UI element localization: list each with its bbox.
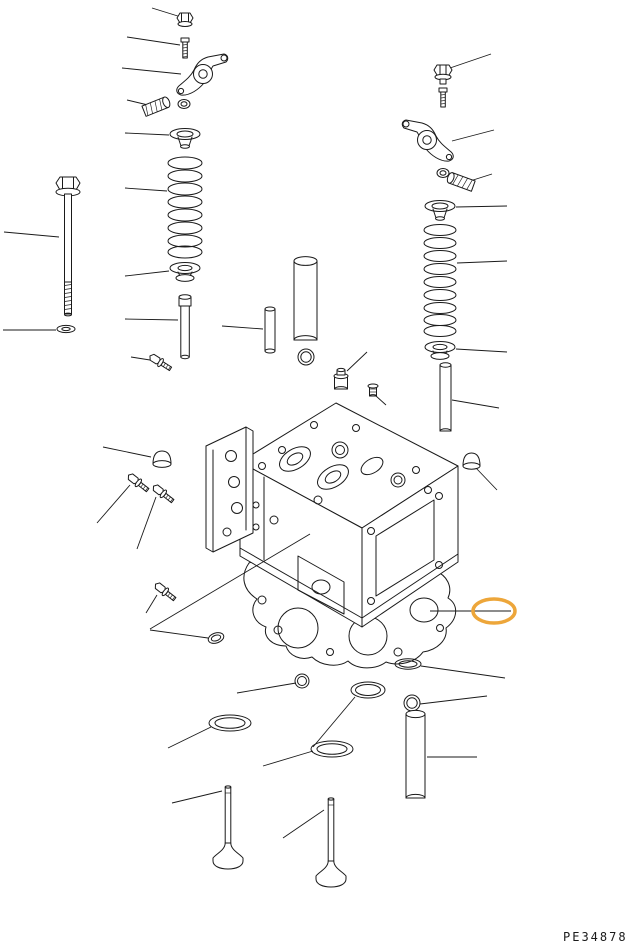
rocker-arm-right — [401, 119, 454, 162]
o-ring-center — [297, 348, 315, 366]
valve-guide-left — [178, 294, 192, 360]
valve-spring-left — [167, 156, 203, 259]
cap-cylinder — [293, 256, 318, 341]
flat-washer — [56, 324, 76, 334]
o-ring-large — [350, 681, 386, 699]
part-code: PE34878 — [563, 930, 628, 944]
valve-seat-right — [310, 740, 354, 758]
cylinder-head-body — [239, 402, 459, 628]
spring-seat-left — [169, 262, 201, 282]
valve-cotter-right — [436, 168, 450, 178]
side-bracket — [205, 426, 254, 553]
set-screw-right — [438, 87, 448, 108]
spring-retainer-right — [424, 200, 456, 221]
spring-retainer-left — [169, 128, 201, 149]
valve-guide-center — [264, 306, 276, 354]
small-screw — [147, 351, 174, 374]
cup-plug — [207, 632, 225, 644]
callout-overlay — [149, 533, 511, 630]
mount-bolt-c — [152, 580, 178, 604]
highlight-ellipse[interactable] — [471, 597, 517, 625]
valve-stem-seal — [333, 367, 349, 390]
cylinder-head-bolt — [55, 176, 81, 317]
valve-guide-right — [439, 362, 452, 432]
valve-left — [212, 785, 244, 870]
hex-bolt-right — [433, 64, 453, 85]
valve-right — [315, 797, 347, 888]
dome-plug-left — [152, 450, 172, 468]
small-plug — [367, 383, 379, 397]
hex-nut — [176, 12, 194, 27]
o-ring-upper — [394, 658, 422, 670]
adjusting-cylinder-right — [446, 172, 476, 192]
o-ring-small — [294, 673, 310, 689]
rocker-arm-left — [176, 53, 229, 96]
mount-bolt-a — [125, 471, 151, 495]
dome-plug-right — [462, 452, 481, 470]
part-highlight[interactable] — [471, 597, 517, 625]
valve-spring-right — [423, 224, 457, 337]
valve-cotter-left — [177, 99, 191, 109]
set-screw-left — [180, 37, 190, 59]
o-ring-lower — [403, 694, 421, 712]
spring-seat-right — [424, 341, 456, 360]
valve-seat-left — [208, 714, 252, 732]
adjusting-cylinder-left — [141, 96, 171, 117]
sleeve-tube — [405, 709, 426, 799]
leader-lines — [3, 7, 508, 839]
